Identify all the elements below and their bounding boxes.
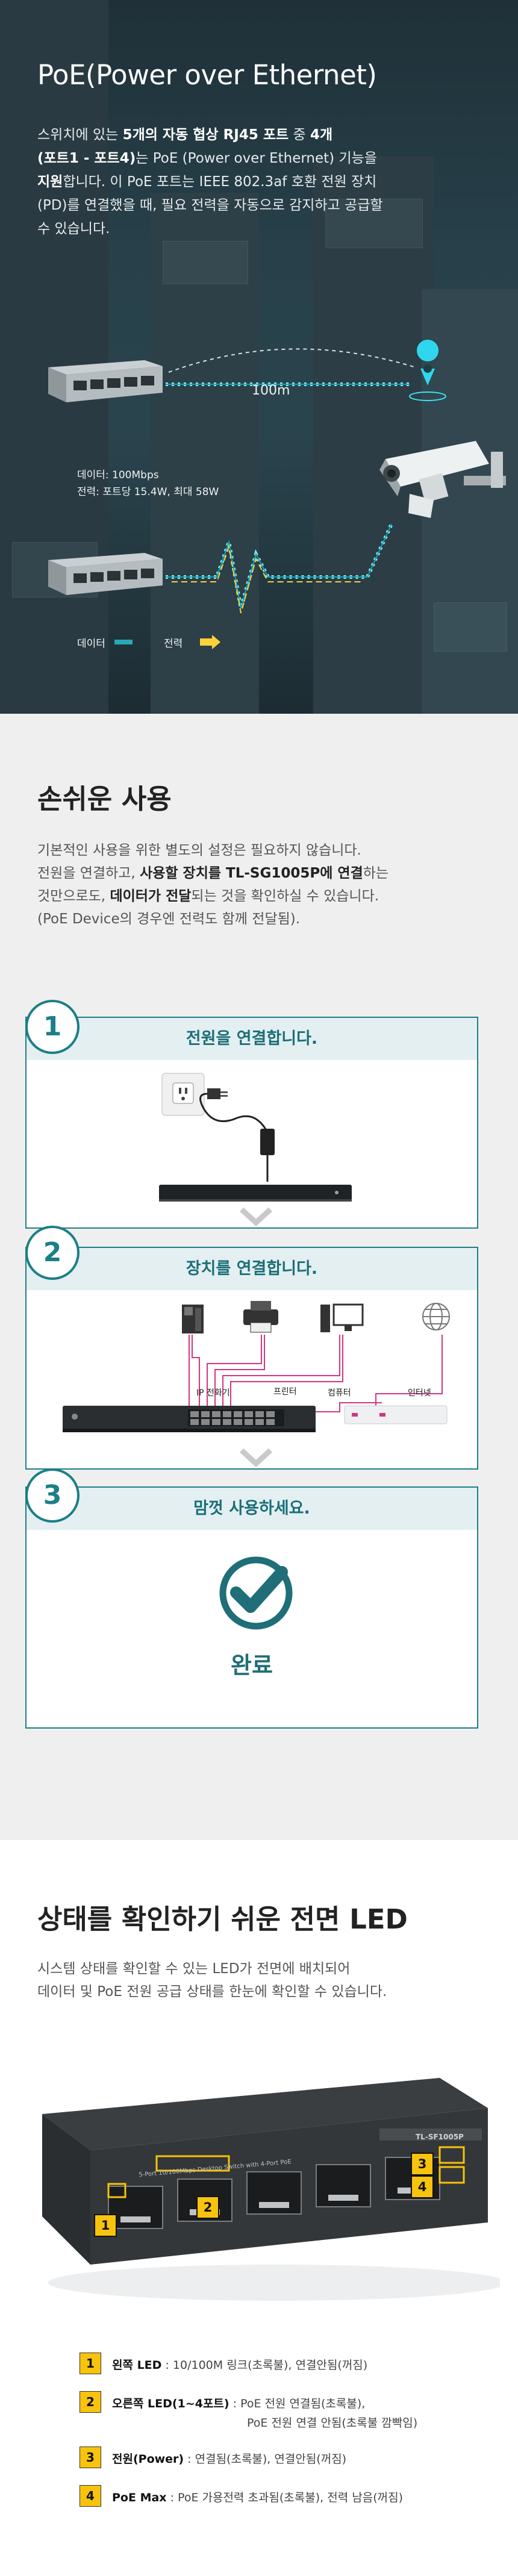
led-description: 데이터 및 PoE 전원 공급 상태를 한눈에 확인할 수 있습니다. xyxy=(37,1984,387,2000)
legend-number-3: 3 xyxy=(80,2447,101,2468)
led-badge-1: 1 xyxy=(94,2214,117,2237)
step-1-title: 전원을 연결합니다. xyxy=(186,1029,318,1048)
led-description: 시스템 상태를 확인할 수 있는 LED가 전면에 배치되어 xyxy=(37,1961,351,1977)
background-building xyxy=(0,0,108,714)
internet-globe-icon xyxy=(422,1303,450,1330)
step-header xyxy=(27,1018,477,1060)
led-badge-2: 2 xyxy=(196,2196,219,2219)
switch-top xyxy=(48,360,163,402)
legend-item-2-line2: PoE 전원 연결 안됨(초록불 깜빡임) xyxy=(247,2416,418,2430)
poe-diagram xyxy=(48,340,506,649)
poe-description: 수 있습니다. xyxy=(37,221,110,237)
distance-label: 100m xyxy=(252,383,290,398)
ip-phone-icon xyxy=(182,1305,204,1333)
background-window xyxy=(163,241,248,284)
legend-item-2: 오른쪽 LED(1~4포트) : PoE 전원 연결됨(초록불), xyxy=(112,2397,366,2410)
printer-label: 프린터 xyxy=(273,1387,297,1397)
background-building xyxy=(313,157,434,714)
step-3-number: 3 xyxy=(25,1468,80,1523)
computer-label: 컴퓨터 xyxy=(328,1388,351,1398)
step-header xyxy=(27,1248,477,1290)
step-3-card: 맘껏 사용하세요. 완료 xyxy=(25,1486,478,1729)
legend-power-label: 전력 xyxy=(164,638,183,650)
switch-bottom xyxy=(48,553,163,595)
poe-description: 지원합니다. 이 PoE 포트는 IEEE 802.3af 호환 전원 장치 xyxy=(37,174,377,190)
legend-item-4: PoE Max : PoE 가용전력 초과됨(초록불), 전력 남음(꺼짐) xyxy=(112,2491,403,2504)
background-building xyxy=(151,193,259,714)
easy-description: (PoE Device의 경우엔 전력도 함께 전달됨). xyxy=(37,911,301,927)
easy-description: 것만으로도, 데이터가 전달되는 것을 확인하실 수 있습니다. xyxy=(37,888,379,904)
modem-icon xyxy=(344,1405,448,1424)
printer-icon xyxy=(243,1301,278,1333)
step-1-card: 전원을 연결합니다. xyxy=(25,1017,478,1229)
check-circle-icon xyxy=(219,1556,293,1630)
easy-description: 전원을 연결하고, 사용할 장치를 TL-SG1005P에 연결하는 xyxy=(37,865,389,881)
switch-icon xyxy=(63,1406,316,1432)
background-window xyxy=(325,199,423,248)
switch-front-image xyxy=(42,2078,500,2301)
led-title: 상태를 확인하기 쉬운 전면 LED xyxy=(37,1903,408,1935)
step-2-number: 2 xyxy=(25,1226,80,1280)
legend-item-3: 전원(Power) : 연결됨(초록불), 연결안됨(꺼짐) xyxy=(112,2453,347,2466)
step-header xyxy=(27,1488,477,1530)
legend-item-1: 왼쪽 LED : 10/100M 링크(초록불), 연결안됨(꺼짐) xyxy=(112,2359,368,2372)
step-1-number: 1 xyxy=(25,1000,80,1054)
legend-number-2: 2 xyxy=(80,2391,101,2413)
power-connection-illustration xyxy=(159,1073,352,1202)
computer-icon xyxy=(320,1303,364,1332)
chevron-down-icon xyxy=(239,1207,273,1227)
poe-description: (포트1 - 포트4)는 PoE (Power over Ethernet) 기… xyxy=(37,151,377,166)
poe-section: PoE(Power over Ethernet) 스위치에 있는 5개의 자동 … xyxy=(0,0,518,714)
legend-number-4: 4 xyxy=(80,2485,101,2507)
legend-data-label: 데이터 xyxy=(77,638,105,650)
done-label: 완료 xyxy=(231,1652,273,1679)
easy-use-title: 손쉬운 사용 xyxy=(37,783,172,815)
device-connection-illustration xyxy=(63,1301,450,1432)
easy-description: 기본적인 사용을 위한 별도의 설정은 필요하지 않습니다. xyxy=(37,843,361,858)
power-info-label: 전력: 포트당 15.4W, 최대 58W xyxy=(77,486,219,498)
location-pin-icon xyxy=(409,340,446,401)
background-window xyxy=(434,602,507,652)
switch-model-label: TL-SF1005P xyxy=(416,2133,464,2141)
led-badge-4: 4 xyxy=(411,2175,434,2198)
step-2-title: 장치를 연결합니다. xyxy=(186,1259,318,1278)
background-building xyxy=(422,289,518,714)
poe-description: 스위치에 있는 5개의 자동 협상 RJ45 포트 중 4개 xyxy=(37,127,333,143)
cctv-camera-icon xyxy=(379,441,506,518)
ip-phone-label: IP 전화기 xyxy=(196,1388,230,1398)
step-2-card: 장치를 연결합니다. xyxy=(25,1247,478,1470)
chevron-down-icon xyxy=(239,1448,273,1468)
poe-title: PoE(Power over Ethernet) xyxy=(37,59,377,91)
data-info-label: 데이터: 100Mbps xyxy=(77,469,159,481)
led-badge-3: 3 xyxy=(411,2153,434,2175)
internet-label: 인터넷 xyxy=(408,1388,431,1398)
legend-number-1: 1 xyxy=(80,2353,101,2374)
poe-description: (PD)를 연결했을 때, 필요 전력을 자동으로 감지하고 공급할 xyxy=(37,198,383,213)
step-3-title: 맘껏 사용하세요. xyxy=(193,1499,310,1518)
